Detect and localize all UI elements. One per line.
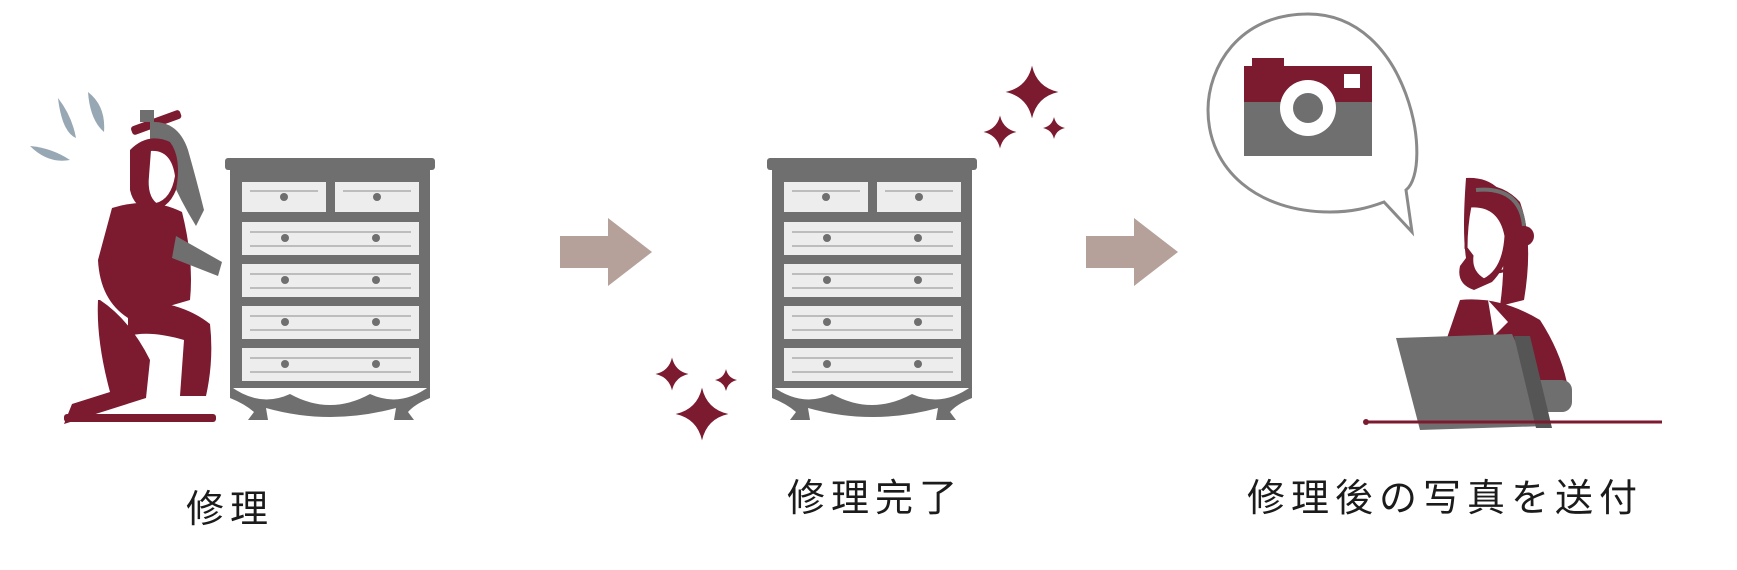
step-label-repair: 修理 — [185, 487, 274, 531]
chest-of-drawers-icon — [766, 157, 978, 421]
arrow-right-icon — [560, 218, 652, 286]
chest-of-drawers-icon — [224, 157, 436, 421]
camera-icon — [1244, 58, 1372, 156]
repair-worker-icon — [30, 92, 222, 424]
step-label-repair-complete: 修理完了 — [786, 476, 963, 520]
step-label-send-photo: 修理後の写真を送付 — [1246, 476, 1643, 520]
operator-with-laptop-icon — [1363, 177, 1662, 430]
arrow-right-icon — [1086, 218, 1178, 286]
